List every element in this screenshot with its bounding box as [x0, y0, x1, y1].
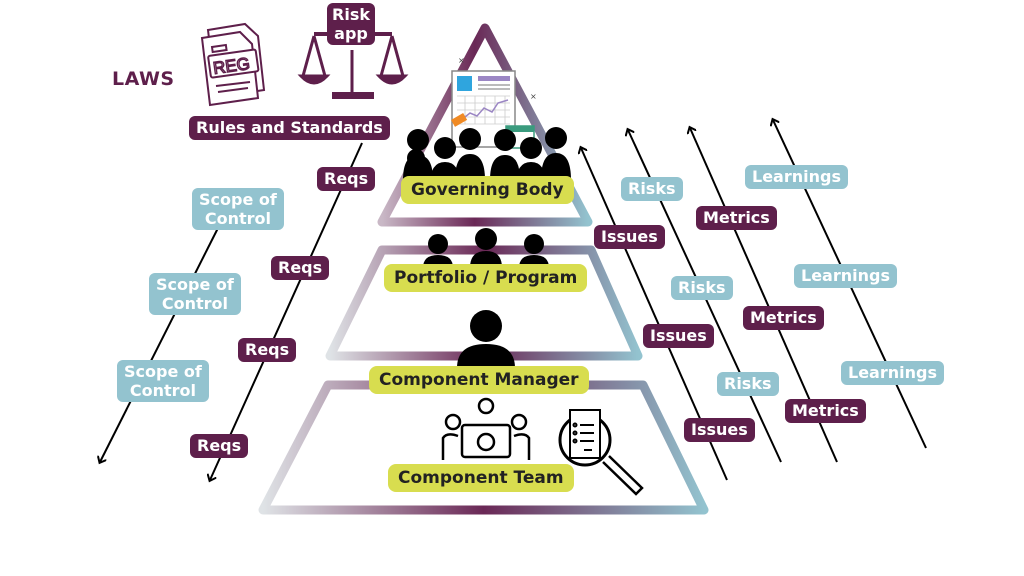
risks-tag: Risks [717, 372, 779, 396]
search-document-icon [558, 409, 644, 496]
reqs-tag: Reqs [190, 434, 249, 458]
regulation-document-icon: REG [200, 22, 266, 107]
scope-of-control-tag: Scope of Control [149, 273, 241, 315]
learnings-tag: Learnings [794, 264, 897, 288]
level-label-component-manager: Component Manager [369, 366, 589, 394]
scope-line1: Scope of [199, 190, 277, 209]
team-meeting-icon [441, 397, 531, 460]
risks-tag: Risks [671, 276, 733, 300]
sparkle-decoration: × [530, 92, 537, 101]
pyramid-level-portfolio-frame [325, 245, 643, 361]
scope-of-control-tag: Scope of Control [117, 360, 209, 402]
reqs-flow-arrow [210, 142, 363, 480]
issues-tag: Issues [684, 418, 755, 442]
issues-tag: Issues [594, 225, 665, 249]
risk-app-badge[interactable]: Risk app [327, 3, 375, 45]
risks-tag: Risks [621, 177, 683, 201]
sparkle-decoration: × [458, 56, 465, 65]
level-label-governing-body: Governing Body [401, 176, 574, 204]
reqs-tag: Reqs [317, 167, 376, 191]
scope-line2: Control [129, 381, 196, 400]
issues-tag: Issues [643, 324, 714, 348]
risk-app-label-line1: Risk [332, 5, 370, 24]
metrics-tag: Metrics [696, 206, 777, 230]
scope-line1: Scope of [156, 275, 234, 294]
scope-of-control-tag: Scope of Control [192, 188, 284, 230]
scope-flow-arrow [100, 227, 219, 462]
reqs-tag: Reqs [271, 256, 330, 280]
metrics-tag: Metrics [785, 399, 866, 423]
group-of-three-people-icon [423, 228, 549, 268]
level-label-component-team: Component Team [388, 464, 574, 492]
risk-app-label-line2: app [334, 24, 368, 43]
metrics-tag: Metrics [743, 306, 824, 330]
pyramid-level-governing-body-frame [377, 23, 593, 227]
learnings-tag: Learnings [841, 361, 944, 385]
scope-line2: Control [161, 294, 228, 313]
scope-line1: Scope of [124, 362, 202, 381]
scope-line2: Control [204, 209, 271, 228]
level-label-portfolio-program: Portfolio / Program [384, 264, 588, 292]
reqs-tag: Reqs [238, 338, 297, 362]
laws-label: LAWS [112, 68, 175, 90]
learnings-tag: Learnings [745, 165, 848, 189]
manager-person-icon [457, 310, 515, 368]
rules-and-standards-tag: Rules and Standards [189, 116, 390, 140]
